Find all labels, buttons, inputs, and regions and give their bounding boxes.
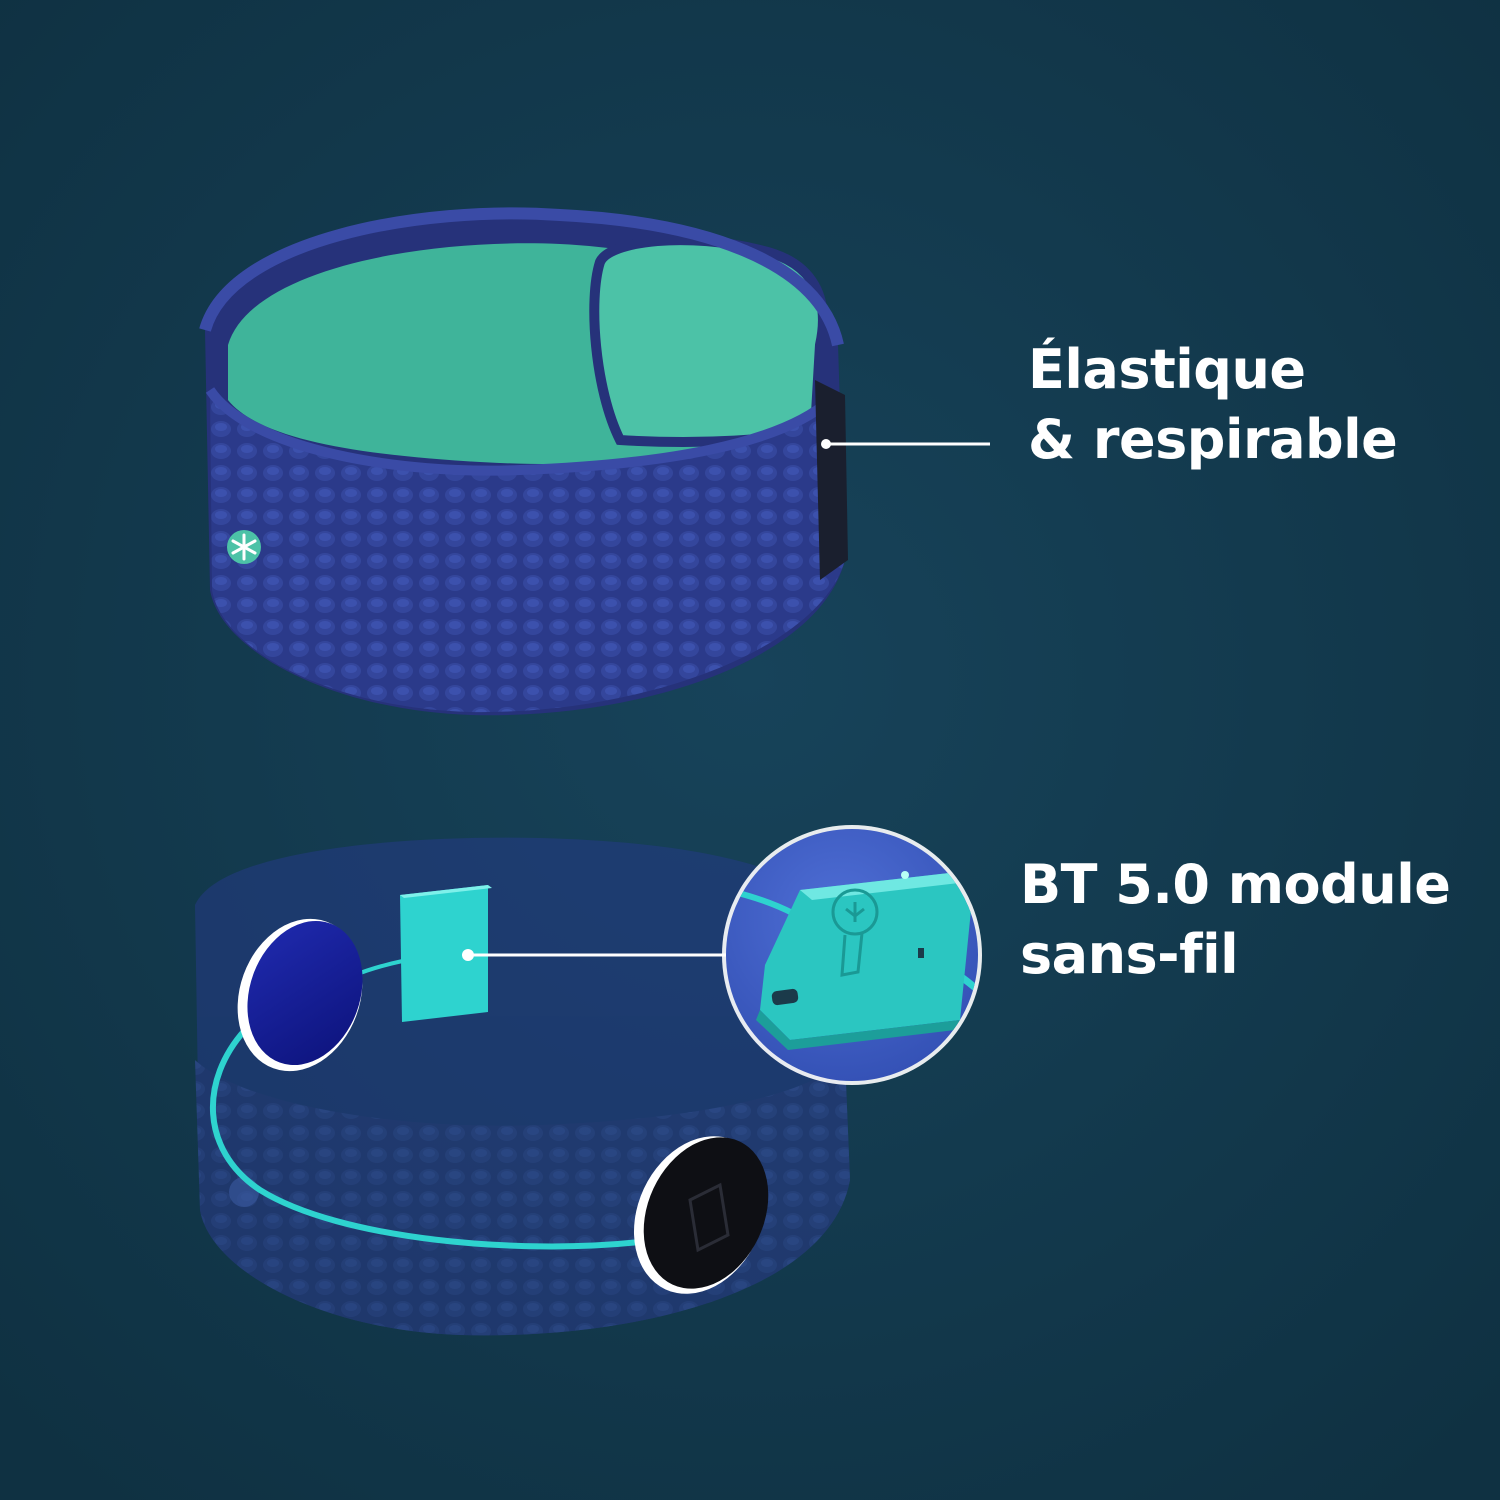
electrode-pad-left	[237, 918, 363, 1072]
tree-keyhole-icon	[831, 888, 879, 977]
asterisk-person-icon-faded	[229, 1177, 259, 1207]
usb-port	[771, 988, 799, 1006]
callout-module-line2: sans-fil	[1020, 923, 1239, 986]
cable-lower	[209, 1027, 641, 1250]
electrode-pad-right	[633, 1136, 769, 1294]
headband-top	[199, 207, 848, 716]
callout-module-line1: BT 5.0 module	[1020, 853, 1451, 916]
callout-module: BT 5.0 module sans-fil	[1020, 850, 1451, 990]
callout-dot-module	[462, 949, 474, 961]
status-led	[901, 871, 909, 879]
callout-elastic-line1: Élastique	[1028, 338, 1306, 401]
callout-elastic: Élastique & respirable	[1028, 335, 1398, 475]
module-zoom-inset	[722, 825, 982, 1085]
callout-elastic-line2: & respirable	[1028, 408, 1398, 471]
bt-module	[400, 885, 492, 1022]
callout-dot-elastic	[821, 439, 831, 449]
asterisk-person-icon	[227, 530, 261, 564]
